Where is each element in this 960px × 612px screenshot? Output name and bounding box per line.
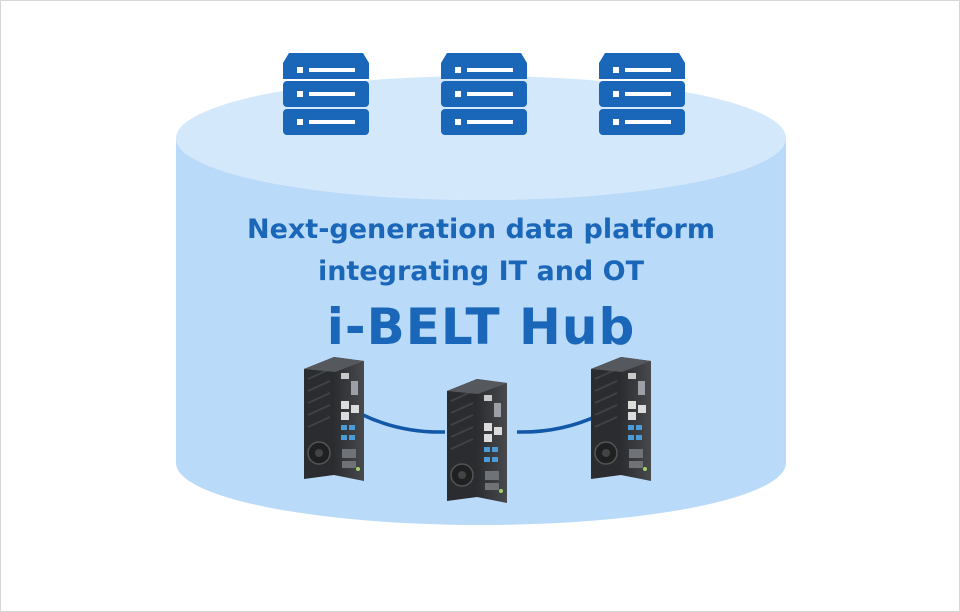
- industrial-pc-icon: [446, 378, 508, 504]
- industrial-pc-icon: [303, 356, 365, 482]
- caption-line-1: Next-generation data platform: [246, 214, 715, 245]
- industrial-pc-icon: [590, 356, 652, 482]
- product-name: i-BELT Hub: [326, 298, 636, 356]
- server-stack-icon: [599, 53, 685, 135]
- server-stack-icon: [441, 53, 527, 135]
- server-stack-icon: [283, 53, 369, 135]
- caption-line-2: integrating IT and OT: [317, 256, 645, 287]
